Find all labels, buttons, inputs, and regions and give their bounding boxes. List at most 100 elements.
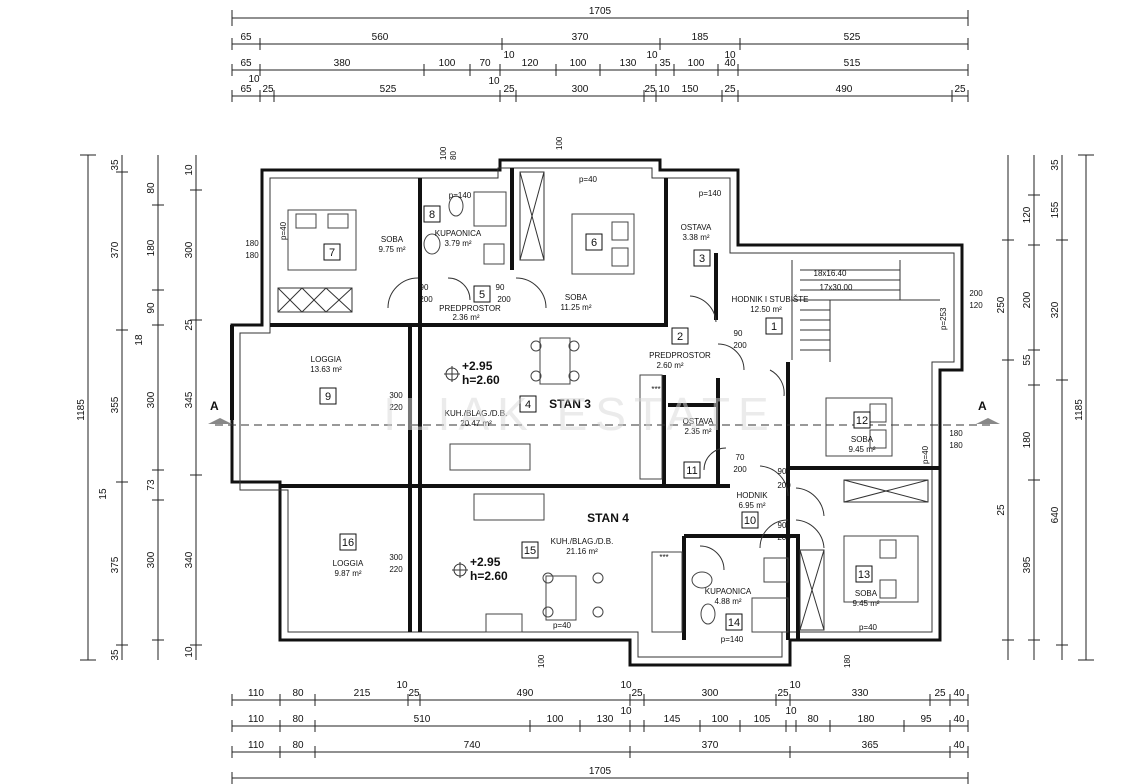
room-10-area: 6.95 m² <box>738 501 765 510</box>
parapet-40-b: p=40 <box>579 175 598 184</box>
dim-bot-r2-0: 110 <box>248 714 264 725</box>
dim-bot-r2-7: 100 <box>712 714 729 725</box>
dim-right2-2: 250 <box>996 296 1007 313</box>
room-5-id: 5 <box>479 289 485 301</box>
room-12-id: 12 <box>856 415 868 427</box>
dim-left-0: 370 <box>110 241 121 258</box>
door-200-c: 200 <box>733 341 747 350</box>
watermark-logo: ILIAK ESTATE <box>383 388 776 440</box>
room-9-id: 9 <box>325 391 331 403</box>
room-1-name: HODNIK I STUBIŠTE <box>732 295 809 304</box>
dim-bot-r1-4: 25 <box>408 688 420 699</box>
dim-left2-1: 90 <box>146 302 157 314</box>
dim-bot-r1-0: 110 <box>248 688 264 699</box>
dim-top-r3-6: 300 <box>572 84 589 95</box>
left-dimensions: 1185 370 355 375 35 15 35 80 180 90 300 … <box>76 154 202 661</box>
room-8-id: 8 <box>429 209 435 221</box>
dim-right2-0: 120 <box>1022 206 1033 223</box>
dim-top-r3-10: 25 <box>724 84 736 95</box>
room-6-name: SOBA <box>565 293 588 302</box>
window-100-top2: 100 <box>555 136 564 150</box>
room-4-id: 4 <box>525 399 531 411</box>
dim-left-s5: 18 <box>134 334 145 346</box>
dim-bot-r2-9: 10 <box>785 706 797 717</box>
dim-top-r2-1: 380 <box>334 58 351 69</box>
room-13-id: 13 <box>858 569 870 581</box>
room-15-name: KUH./BLAG./D.B. <box>551 537 614 546</box>
room-13-area: 9.45 m² <box>852 599 879 608</box>
dim-bot-r1-6: 10 <box>620 680 632 691</box>
furniture <box>287 191 919 633</box>
doors <box>387 277 825 571</box>
dim-top-r1-1: 560 <box>372 32 389 43</box>
dim-left-s8: 80 <box>146 182 157 194</box>
room-labels: 7 SOBA 9.75 m² 8 KUPAONICA 3.79 m² 6 SOB… <box>310 205 880 631</box>
dim-left2-3: 73 <box>146 479 157 491</box>
parapet-40-a: p=40 <box>279 221 288 240</box>
room-16-id: 16 <box>342 537 354 549</box>
room-16-name: LOGGIA <box>333 559 364 568</box>
level-stan3: +2.95 <box>462 359 493 373</box>
room-2-id: 2 <box>677 331 683 343</box>
dim-left-s2: 15 <box>98 488 109 500</box>
dim-bot-r1-2: 215 <box>354 688 371 699</box>
dim-bot-r2-3: 100 <box>547 714 564 725</box>
dim-left2-4: 300 <box>146 551 157 568</box>
dim-left3-0: 300 <box>184 241 195 258</box>
dim-left-s0: 35 <box>110 159 121 171</box>
dim-top-r2-4: 10 <box>503 50 515 61</box>
dim-left2-0: 180 <box>146 239 157 256</box>
window-180-bot: 180 <box>843 654 852 668</box>
room-3-id: 3 <box>699 253 705 265</box>
dim-top-r3-5: 25 <box>503 84 515 95</box>
dim-top-r1-4: 525 <box>844 32 861 43</box>
dim-bot-r3-4: 365 <box>862 740 879 751</box>
level-stan4: +2.95 <box>470 555 501 569</box>
room-11-id: 11 <box>686 465 697 477</box>
dim-top-r1-3: 185 <box>692 32 709 43</box>
room-5-name: PREDPROSTOR <box>439 304 501 313</box>
dim-top-r3-12: 25 <box>954 84 966 95</box>
door-200-f: 200 <box>777 533 791 542</box>
dim-right2-1: 200 <box>1022 291 1033 308</box>
dim-top-r2-10: 100 <box>688 58 705 69</box>
opening-200-r: 200 <box>969 289 983 298</box>
opening-300-a: 300 <box>389 391 403 400</box>
dim-bot-r3-0: 110 <box>248 740 264 751</box>
dim-bot-r1-13: 40 <box>953 688 965 699</box>
dim-bot-r1-10: 10 <box>789 680 801 691</box>
parapet-253: p=253 <box>939 307 948 330</box>
dim-bot-r1-8: 300 <box>702 688 719 699</box>
dim-top-r2-2: 100 <box>439 58 456 69</box>
height-stan4: h=2.60 <box>470 569 508 583</box>
dim-top-r2-6: 100 <box>570 58 587 69</box>
room-2-name: PREDPROSTOR <box>649 351 711 360</box>
bottom-dimensions: 110 80 215 10 25 490 10 25 300 25 10 330… <box>231 680 969 784</box>
room-1-area: 12.50 m² <box>750 305 782 314</box>
dim-top-r3-4: 10 <box>488 76 500 87</box>
apartment-labels: STAN 3 STAN 4 +2.95 h=2.60 +2.95 h=2.60 <box>444 359 629 583</box>
section-a-left: A <box>210 399 219 413</box>
room-8-name: KUPAONICA <box>435 229 482 238</box>
room-15-id: 15 <box>524 545 536 557</box>
parapet-140-b: p=140 <box>699 189 722 198</box>
dim-bottom-total: 1705 <box>589 766 612 777</box>
room-6-id: 6 <box>591 237 597 249</box>
dim-bot-r3-2: 740 <box>464 740 481 751</box>
room-14-id: 14 <box>728 617 740 629</box>
dim-bot-r1-1: 80 <box>292 688 304 699</box>
room-3-name: OSTAVA <box>681 223 712 232</box>
opening-180-c: 180 <box>949 429 963 438</box>
dim-right-s7: 55 <box>1022 354 1033 366</box>
dim-top-r3-8: 10 <box>658 84 670 95</box>
dim-right-605: 25 <box>996 504 1007 516</box>
room-4-name: KUH./BLAG./D.B. <box>445 409 508 418</box>
dim-top-r2-7: 130 <box>620 58 637 69</box>
room-9-area: 13.63 m² <box>310 365 342 374</box>
door-90-e: 90 <box>778 521 787 530</box>
window-80-top: 80 <box>449 151 458 160</box>
dim-right-0: 155 <box>1050 201 1061 218</box>
dim-bot-r1-7: 25 <box>631 688 643 699</box>
dim-bot-r1-3: 10 <box>396 680 408 691</box>
door-200-b: 200 <box>497 295 511 304</box>
